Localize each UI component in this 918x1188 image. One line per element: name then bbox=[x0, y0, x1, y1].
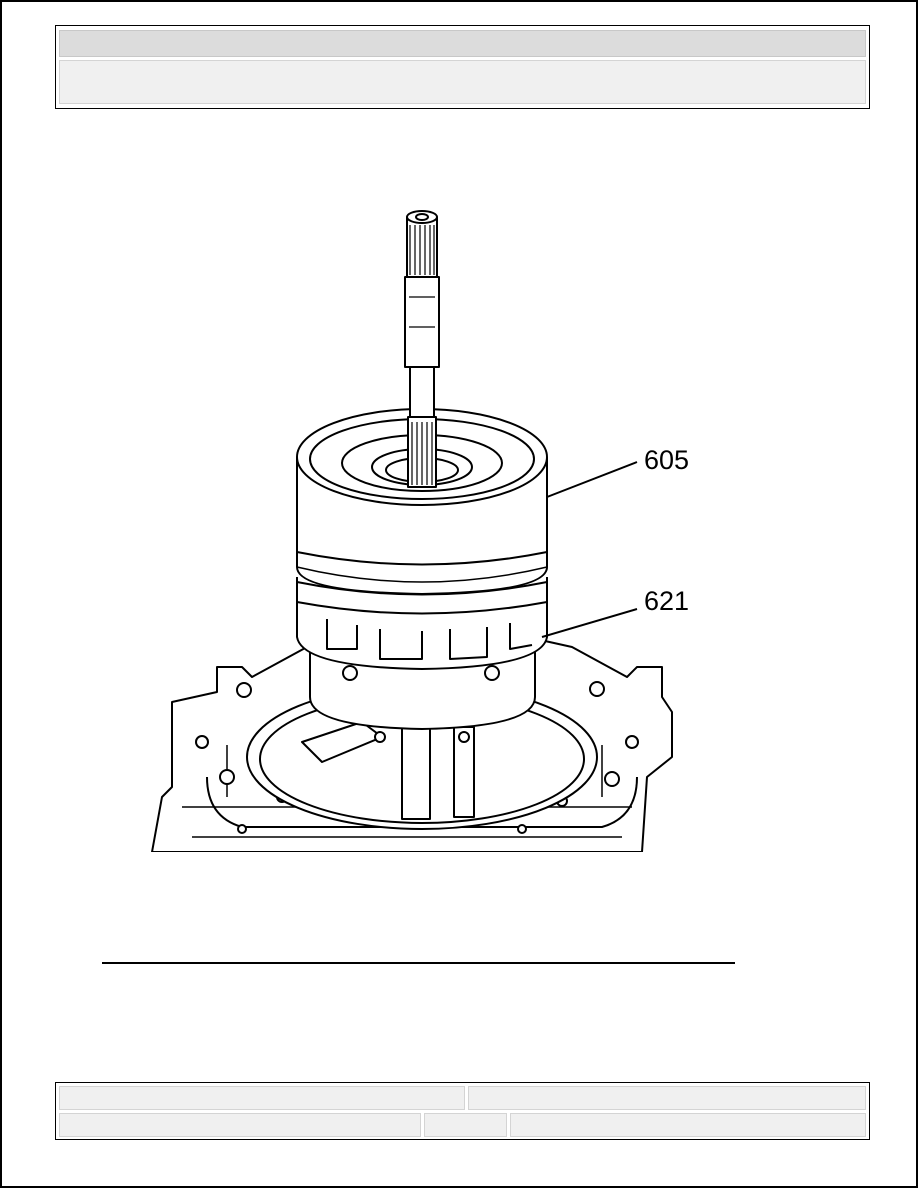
input-shaft bbox=[404, 210, 440, 488]
page-header bbox=[55, 25, 870, 109]
footer-cell-bottom-middle bbox=[424, 1113, 507, 1137]
footer-cell-top-left bbox=[59, 1086, 465, 1110]
header-subtitle-area bbox=[59, 60, 866, 104]
clutch-housing-621 bbox=[296, 577, 548, 730]
case-bore bbox=[246, 684, 598, 830]
callout-621: 621 bbox=[644, 586, 689, 616]
footer-cell-bottom-right bbox=[510, 1113, 866, 1137]
footer-cell-bottom-left bbox=[59, 1113, 421, 1137]
separator-rule bbox=[102, 962, 735, 964]
header-title-bar bbox=[59, 30, 866, 57]
footer-cell-top-right bbox=[468, 1086, 866, 1110]
leader-line-621 bbox=[541, 608, 638, 638]
leader-line-605 bbox=[546, 461, 638, 498]
transmission-drawing: 605 621 bbox=[151, 210, 689, 852]
callout-605: 605 bbox=[644, 445, 689, 475]
transmission-illustration: 605 621 bbox=[132, 197, 742, 862]
page-footer bbox=[55, 1082, 870, 1140]
